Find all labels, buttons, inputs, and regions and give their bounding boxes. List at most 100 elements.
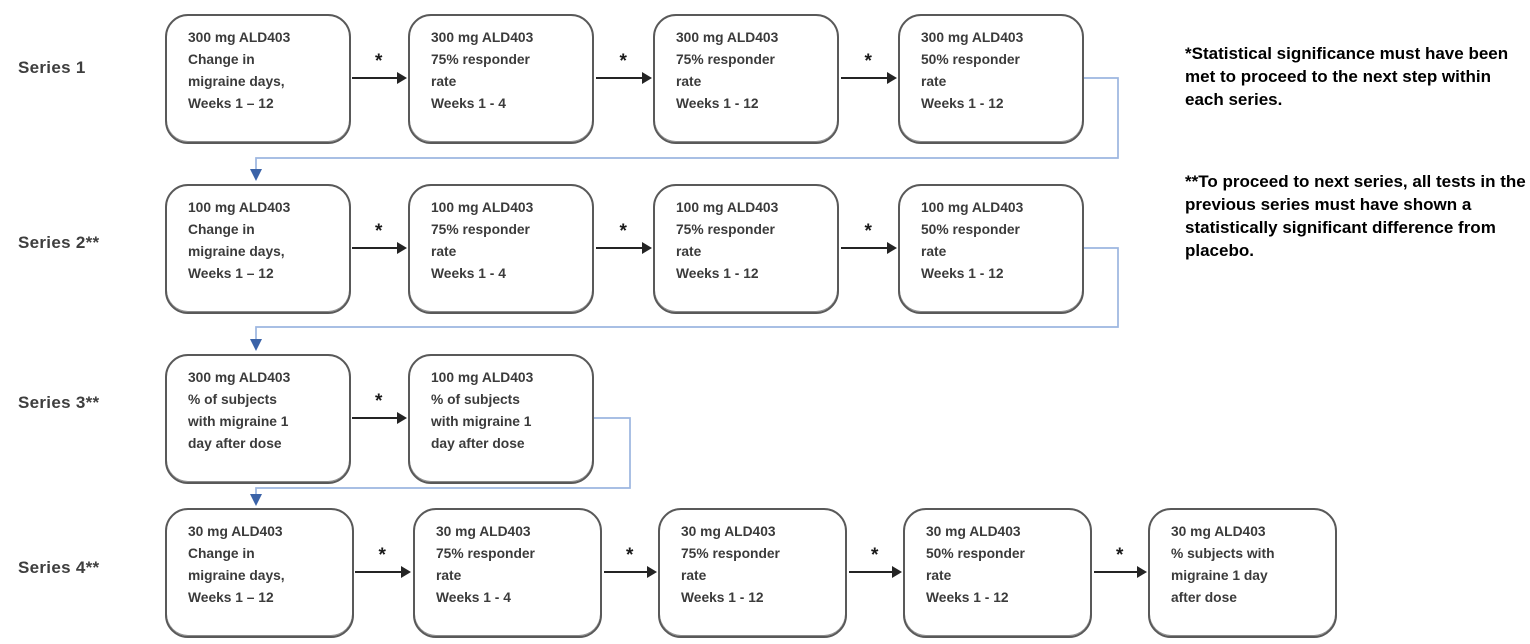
node-line: Weeks 1 - 12 <box>926 590 1009 605</box>
node-line: 75% responder <box>676 222 775 237</box>
node-line: Weeks 1 - 4 <box>431 96 506 111</box>
arrow-head <box>642 72 652 84</box>
flow-node-s4-step1: 30 mg ALD403 Change in migraine days, We… <box>165 508 354 638</box>
significance-star: * <box>375 51 383 72</box>
arrow-shaft <box>352 77 400 79</box>
node-line: with migraine 1 <box>188 414 289 429</box>
node-line: 30 mg ALD403 <box>436 524 531 539</box>
node-line: 100 mg ALD403 <box>921 200 1024 215</box>
arrow-shaft <box>849 571 895 573</box>
node-line: Change in <box>188 546 255 561</box>
node-line: rate <box>926 568 952 583</box>
significance-star: * <box>1116 545 1124 566</box>
node-line: day after dose <box>188 436 282 451</box>
flow-node-s2-step4: 100 mg ALD403 50% responder rate Weeks 1… <box>898 184 1084 314</box>
arrow-shaft <box>841 247 890 249</box>
significance-star: * <box>378 545 386 566</box>
series-2-label: Series 2** <box>18 233 100 252</box>
step-arrow: * <box>1094 545 1147 595</box>
node-line: Weeks 1 - 12 <box>681 590 764 605</box>
node-line: Weeks 1 - 4 <box>431 266 506 281</box>
node-line: 50% responder <box>921 52 1020 67</box>
arrow-head <box>647 566 657 578</box>
node-line: 75% responder <box>676 52 775 67</box>
step-arrow: * <box>841 221 897 271</box>
significance-star: * <box>375 221 383 242</box>
flow-node-s4-step3: 30 mg ALD403 75% responder rate Weeks 1 … <box>658 508 847 638</box>
significance-star: * <box>864 221 872 242</box>
node-line: Weeks 1 - 4 <box>436 590 511 605</box>
node-line: Weeks 1 - 12 <box>676 96 759 111</box>
node-line: Change in <box>188 52 255 67</box>
step-arrow: * <box>352 391 407 441</box>
node-line: 100 mg ALD403 <box>188 200 291 215</box>
significance-star: * <box>626 545 634 566</box>
node-line: % of subjects <box>188 392 277 407</box>
arrow-head <box>642 242 652 254</box>
significance-star: * <box>619 221 627 242</box>
node-line: day after dose <box>431 436 525 451</box>
arrow-shaft <box>352 247 400 249</box>
node-line: Weeks 1 - 12 <box>676 266 759 281</box>
flow-node-s4-step5: 30 mg ALD403 % subjects with migraine 1 … <box>1148 508 1337 638</box>
node-line: 100 mg ALD403 <box>431 200 534 215</box>
node-line: migraine days, <box>188 568 285 583</box>
connector-arrowhead-series2 <box>250 169 262 181</box>
arrow-head <box>397 242 407 254</box>
node-line: with migraine 1 <box>431 414 532 429</box>
series-4-label: Series 4** <box>18 558 100 577</box>
arrow-shaft <box>841 77 890 79</box>
node-line: rate <box>921 244 947 259</box>
arrow-head <box>397 412 407 424</box>
node-line: 75% responder <box>681 546 780 561</box>
series-1-label: Series 1 <box>18 58 86 77</box>
node-line: 300 mg ALD403 <box>431 30 534 45</box>
footnote-double-asterisk: **To proceed to next series, all tests i… <box>1185 172 1526 260</box>
arrow-shaft <box>604 571 650 573</box>
flow-node-s1-step1: 300 mg ALD403 Change in migraine days, W… <box>165 14 351 144</box>
node-line: 300 mg ALD403 <box>188 30 291 45</box>
arrow-head <box>887 242 897 254</box>
flow-node-s2-step2: 100 mg ALD403 75% responder rate Weeks 1… <box>408 184 594 314</box>
node-line: rate <box>436 568 462 583</box>
flow-node-s3-step1: 300 mg ALD403 % of subjects with migrain… <box>165 354 351 484</box>
node-line: Change in <box>188 222 255 237</box>
node-line: 100 mg ALD403 <box>676 200 779 215</box>
node-line: 75% responder <box>431 52 530 67</box>
node-line: 30 mg ALD403 <box>681 524 776 539</box>
arrow-head <box>892 566 902 578</box>
node-line: after dose <box>1171 590 1237 605</box>
node-line: 30 mg ALD403 <box>188 524 283 539</box>
node-line: % subjects with <box>1171 546 1275 561</box>
flow-node-s1-step2: 300 mg ALD403 75% responder rate Weeks 1… <box>408 14 594 144</box>
significance-star: * <box>375 391 383 412</box>
flow-node-s4-step2: 30 mg ALD403 75% responder rate Weeks 1 … <box>413 508 602 638</box>
step-arrow: * <box>352 221 407 271</box>
node-line: 300 mg ALD403 <box>676 30 779 45</box>
flow-node-s2-step3: 100 mg ALD403 75% responder rate Weeks 1… <box>653 184 839 314</box>
node-line: 300 mg ALD403 <box>188 370 291 385</box>
node-line: Weeks 1 – 12 <box>188 266 274 281</box>
node-line: Weeks 1 – 12 <box>188 590 274 605</box>
node-line: rate <box>921 74 947 89</box>
arrow-shaft <box>355 571 404 573</box>
arrow-head <box>401 566 411 578</box>
arrow-head <box>397 72 407 84</box>
node-line: Weeks 1 – 12 <box>188 96 274 111</box>
series-3-label: Series 3** <box>18 393 100 412</box>
significance-star: * <box>871 545 879 566</box>
arrow-head <box>887 72 897 84</box>
flow-node-s1-step3: 300 mg ALD403 75% responder rate Weeks 1… <box>653 14 839 144</box>
node-line: 300 mg ALD403 <box>921 30 1024 45</box>
node-line: Weeks 1 - 12 <box>921 266 1004 281</box>
node-line: 30 mg ALD403 <box>1171 524 1266 539</box>
flow-node-s3-step2: 100 mg ALD403 % of subjects with migrain… <box>408 354 594 484</box>
node-line: 75% responder <box>431 222 530 237</box>
node-line: Weeks 1 - 12 <box>921 96 1004 111</box>
node-line: 30 mg ALD403 <box>926 524 1021 539</box>
flow-node-s4-step4: 30 mg ALD403 50% responder rate Weeks 1 … <box>903 508 1092 638</box>
footnote-single-asterisk: *Statistical significance must have been… <box>1185 44 1509 109</box>
node-line: rate <box>676 244 702 259</box>
step-arrow: * <box>596 221 652 271</box>
